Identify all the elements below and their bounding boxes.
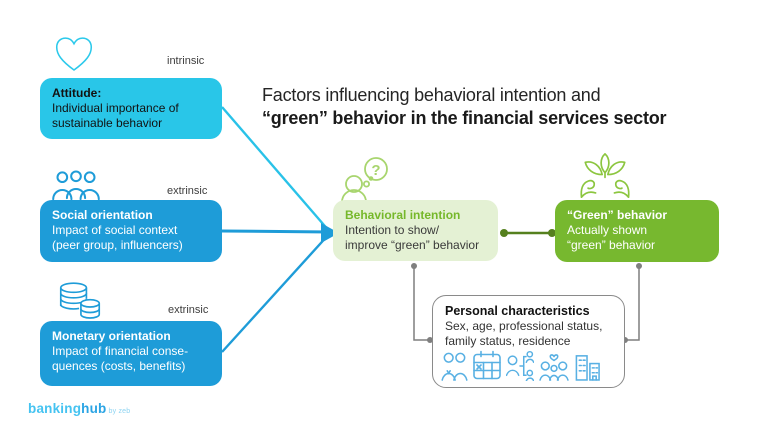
behavior-heading: “Green” behavior [567,208,668,222]
heart-icon [55,37,93,71]
behavioral-intention-box: Behavioral intention Intention to show/ … [333,200,498,261]
personal-line-1: Sex, age, professional status, [445,319,603,333]
svg-text:?: ? [371,162,380,179]
coins-icon [59,282,101,319]
calendar-icon [473,350,501,380]
person-question-icon: ? [341,157,388,202]
personal-characteristics-box: Personal characteristics Sex, age, profe… [432,295,625,388]
personal-heading: Personal characteristics [445,304,590,318]
page-title: Factors influencing behavioral intention… [262,84,667,130]
monetary-heading: Monetary orientation [52,329,171,343]
attitude-heading: Attitude: [52,86,102,100]
attitude-box: Attitude: Individual importance of susta… [40,78,222,139]
attitude-line-2: sustainable behavior [52,116,163,130]
social-orientation-box: Social orientation Impact of social cont… [40,200,222,262]
green-behavior-box: “Green” behavior Actually shown “green” … [555,200,719,262]
logo-byline: by zeb [108,408,131,415]
behavior-line-1: Actually shown [567,223,648,237]
personal-line-2: family status, residence [445,334,571,348]
hands-plant-icon [580,153,630,198]
buildings-icon [575,355,600,381]
people-group-icon [52,170,100,200]
two-people-icon [441,352,468,381]
personal-icons-row [441,350,601,381]
attitude-line-1: Individual importance of [52,101,179,115]
factor-tag-intrinsic: intrinsic [167,55,205,67]
behavior-line-2: “green” behavior [567,238,656,252]
monetary-line-2: quences (costs, benefits) [52,359,186,373]
social-line-2: (peer group, influencers) [52,238,183,252]
factor-tag-extrinsic-2: extrinsic [168,304,209,316]
social-heading: Social orientation [52,208,153,222]
monetary-orientation-box: Monetary orientation Impact of financial… [40,321,222,386]
intention-line-1: Intention to show/ [345,223,440,237]
person-hierarchy-icon [506,350,534,381]
social-line-1: Impact of social context [52,223,178,237]
monetary-line-1: Impact of financial conse- [52,344,189,358]
intention-line-2: improve “green” behavior [345,238,480,252]
intention-heading: Behavioral intention [345,208,461,222]
title-line-1: Factors influencing behavioral intention… [262,85,601,105]
logo-brand-light: banking [28,401,82,416]
factor-tag-extrinsic-1: extrinsic [167,185,208,197]
family-heart-icon [539,354,569,381]
logo-brand-dark: hub [81,401,107,416]
title-line-2: “green” behavior in the financial servic… [262,108,667,128]
